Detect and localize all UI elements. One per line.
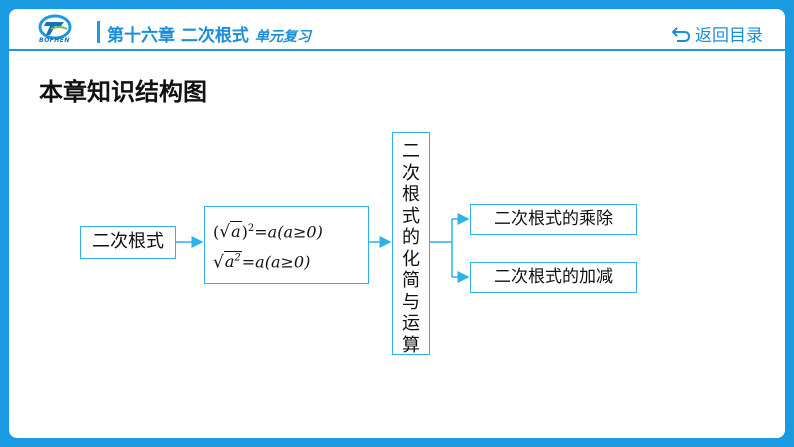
property-line-1-rest: =a(a≥0) <box>254 222 323 242</box>
property-line-2-rest: =a(a≥0) <box>241 252 311 272</box>
top-bar: BOFHEN 第十六章 二次根式单元复习 返回目录 <box>9 9 785 49</box>
operations-char: 简 <box>402 270 420 291</box>
property-line-1: (√a)2=a(a≥0) <box>213 215 368 245</box>
logo-text: BOFHEN <box>39 37 70 44</box>
node-addition-subtraction: 二次根式的加减 <box>470 262 637 293</box>
back-to-contents-button[interactable]: 返回目录 <box>671 21 763 46</box>
operations-char: 式 <box>402 205 420 227</box>
operations-char: 的 <box>402 227 420 248</box>
operations-char: 二 <box>402 141 420 162</box>
page-heading: 本章知识结构图 <box>39 78 207 106</box>
bofhen-logo-icon <box>38 14 72 40</box>
node-properties: (√a)2=a(a≥0) √a2=a(a≥0) <box>204 206 369 284</box>
title-divider <box>97 21 100 43</box>
header-underline <box>9 49 785 51</box>
operations-char: 算 <box>402 334 420 356</box>
chapter-title: 第十六章 二次根式单元复习 <box>107 21 311 46</box>
diagram-connectors <box>176 213 470 283</box>
return-arrow-icon <box>671 26 691 42</box>
node-multiplication-division: 二次根式的乘除 <box>470 204 637 235</box>
slide-frame: BOFHEN 第十六章 二次根式单元复习 返回目录 本章知识结构图 二次根式 (… <box>9 9 785 438</box>
operations-char: 根 <box>402 184 420 205</box>
chapter-subtitle: 单元复习 <box>254 29 311 45</box>
sqrt-symbol: √a <box>219 221 242 243</box>
property-line-2: √a2=a(a≥0) <box>213 245 368 275</box>
sqrt-symbol: √a2 <box>213 251 242 273</box>
operations-char: 运 <box>402 313 420 334</box>
node-root: 二次根式 <box>80 226 176 259</box>
back-label: 返回目录 <box>695 26 763 46</box>
chapter-title-text: 第十六章 二次根式 <box>107 26 249 46</box>
operations-char: 化 <box>402 248 420 270</box>
operations-char: 次 <box>402 162 420 184</box>
operations-char: 与 <box>402 291 420 313</box>
node-operations: 二 次 根 式 的 化 简 与 运 算 <box>392 132 430 356</box>
